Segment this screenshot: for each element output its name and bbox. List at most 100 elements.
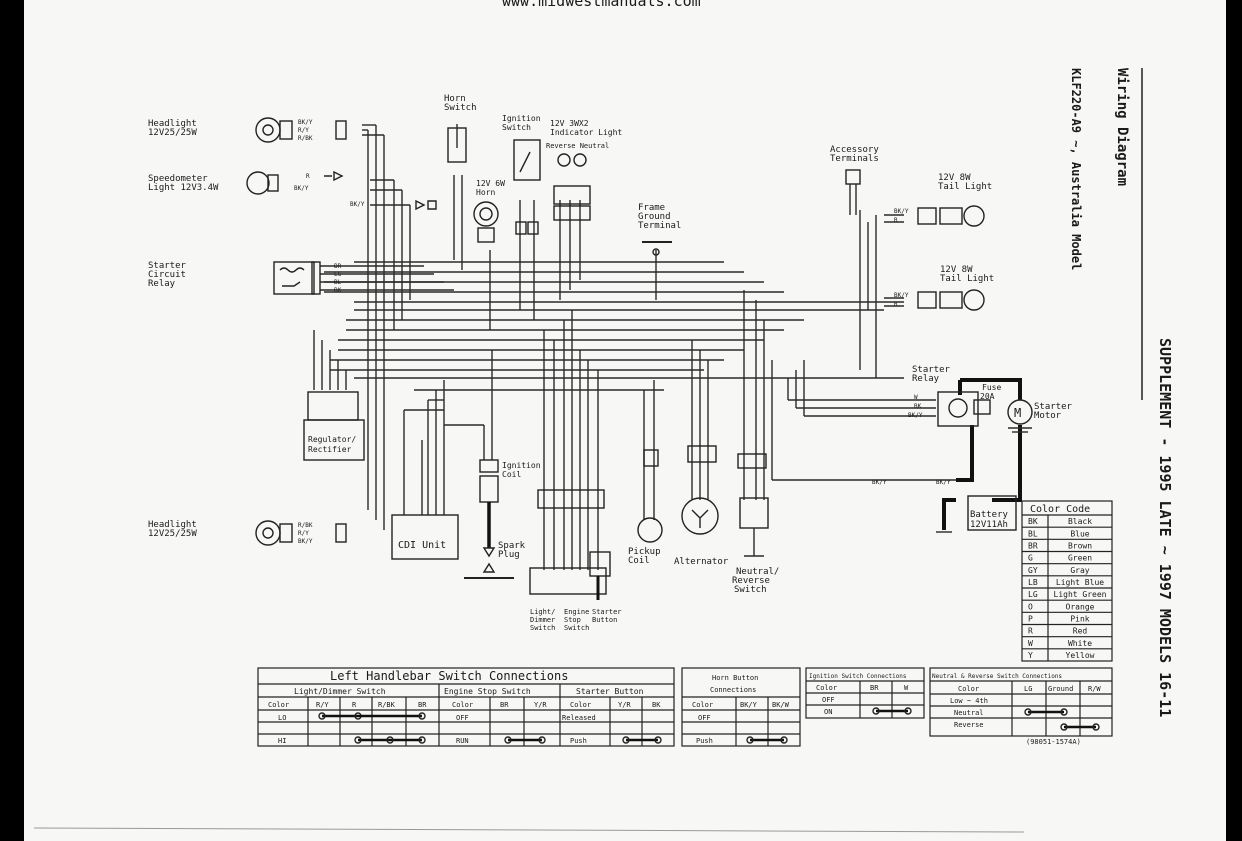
svg-text:Accessory: Accessory — [830, 145, 879, 155]
tail-light-2: 12V 8W Tail Light BK/Y R — [894, 265, 994, 311]
svg-text:Starter Button: Starter Button — [576, 687, 644, 696]
svg-text:Light/: Light/ — [530, 608, 555, 616]
svg-text:Left Handlebar Switch Connecti: Left Handlebar Switch Connections — [330, 669, 568, 683]
wire-label: BK/Y — [294, 185, 309, 192]
svg-text:Coil: Coil — [628, 556, 650, 566]
svg-text:Released: Released — [562, 714, 596, 722]
svg-text:HI: HI — [278, 737, 286, 745]
svg-text:Neutral & Reverse Switch Conne: Neutral & Reverse Switch Connections — [932, 673, 1062, 680]
svg-text:Motor: Motor — [1034, 411, 1062, 421]
svg-text:Reverse: Reverse — [732, 576, 770, 586]
svg-text:OFF: OFF — [698, 714, 711, 722]
svg-text:Relay: Relay — [148, 279, 176, 289]
svg-text:BK/Y: BK/Y — [894, 292, 909, 299]
svg-text:Stop: Stop — [564, 616, 581, 624]
svg-text:ON: ON — [824, 708, 832, 716]
svg-text:12V 8W: 12V 8W — [938, 173, 971, 183]
indicator-lights: 12V 3WX2 Indicator Light Reverse Neutral — [546, 119, 622, 221]
svg-text:BK/Y: BK/Y — [936, 479, 951, 486]
svg-text:Tail Light: Tail Light — [938, 182, 992, 192]
color-code-abbrev: GY — [1028, 566, 1038, 575]
color-code-name: White — [1068, 639, 1092, 648]
svg-text:BR: BR — [870, 684, 879, 692]
ignition-coil: Ignition Coil — [479, 459, 541, 548]
svg-text:BK/Y: BK/Y — [740, 701, 758, 709]
svg-text:Plug: Plug — [498, 550, 520, 560]
alternator: Alternator — [674, 445, 729, 567]
svg-text:Indicator Light: Indicator Light — [550, 128, 622, 137]
svg-text:12V25/25W: 12V25/25W — [148, 128, 197, 138]
svg-text:Switch: Switch — [502, 123, 531, 132]
svg-text:BR: BR — [418, 701, 427, 709]
battery: Battery 12V11Ah BK/Y BK/Y — [872, 479, 1017, 531]
svg-text:R/BK: R/BK — [298, 522, 313, 529]
ignition-switch-table: Ignition Switch Connections Color BR W O… — [805, 667, 925, 719]
svg-text:Connections: Connections — [710, 686, 756, 694]
svg-text:12V 6W: 12V 6W — [476, 179, 505, 188]
svg-text:Y/R: Y/R — [534, 701, 547, 709]
color-code-abbrev: G — [1028, 554, 1033, 563]
svg-text:Relay: Relay — [912, 374, 940, 384]
svg-text:BR: BR — [500, 701, 509, 709]
color-code-abbrev: LB — [1028, 578, 1038, 587]
svg-text:M: M — [1014, 406, 1021, 420]
wire-label: R/BK — [298, 135, 313, 142]
svg-text:Neutral/: Neutral/ — [736, 567, 779, 577]
svg-text:Color: Color — [692, 701, 713, 709]
svg-text:R: R — [894, 301, 898, 308]
svg-text:Horn: Horn — [444, 94, 466, 104]
svg-text:20A: 20A — [980, 392, 995, 401]
svg-text:(98051-1574A): (98051-1574A) — [1026, 738, 1081, 746]
color-code-abbrev: BR — [1028, 542, 1038, 551]
color-code-name: Black — [1068, 517, 1092, 526]
fuse: Fuse 20A — [973, 383, 1001, 415]
color-code-name: Green — [1068, 554, 1092, 563]
manual-page: www.midwestmanuals.com Wiring Diagram KL… — [24, 0, 1226, 841]
svg-text:CDI Unit: CDI Unit — [398, 540, 446, 551]
svg-text:Tail Light: Tail Light — [940, 274, 994, 284]
svg-text:Starter: Starter — [1034, 402, 1073, 412]
color-code-name: Light Blue — [1056, 578, 1104, 587]
svg-text:Color Code: Color Code — [1030, 504, 1090, 515]
svg-text:Engine Stop Switch: Engine Stop Switch — [444, 687, 531, 696]
supplement-label: SUPPLEMENT - 1995 LATE ~ 1997 MODELS 16-… — [1156, 338, 1174, 717]
svg-text:R/Y: R/Y — [316, 701, 329, 709]
svg-text:LG: LG — [334, 271, 342, 278]
horn-switch: Horn Switch — [444, 94, 477, 163]
diagram-title: Wiring Diagram — [1114, 68, 1130, 186]
headlight-bottom: Headlight 12V25/25W R/BK R/Y BK/Y — [148, 520, 347, 546]
svg-text:12V11Ah: 12V11Ah — [970, 520, 1008, 530]
svg-text:Low ~ 4th: Low ~ 4th — [950, 697, 988, 705]
cdi-unit: CDI Unit — [391, 514, 459, 560]
horn-button-table: Horn Button Connections Color BK/Y BK/W … — [681, 667, 801, 747]
battery-cables — [936, 378, 1022, 533]
svg-text:Horn Button: Horn Button — [712, 674, 758, 682]
svg-text:BK/Y: BK/Y — [894, 208, 909, 215]
svg-text:R/W: R/W — [1088, 685, 1101, 693]
svg-text:Y/R: Y/R — [618, 701, 631, 709]
neutral-reverse-table: Neutral & Reverse Switch Connections Col… — [929, 667, 1113, 746]
svg-text:BK/Y: BK/Y — [298, 538, 313, 545]
svg-text:BK: BK — [914, 403, 922, 410]
wire-label: R/Y — [298, 127, 309, 134]
svg-text:Switch: Switch — [734, 585, 767, 595]
svg-text:Terminals: Terminals — [830, 154, 879, 164]
svg-text:Engine: Engine — [564, 608, 589, 616]
svg-text:Ignition: Ignition — [502, 461, 541, 470]
wire-label: BK/Y — [298, 119, 313, 126]
pickup-coil: Pickup Coil — [628, 449, 663, 566]
svg-text:Circuit: Circuit — [148, 270, 186, 280]
svg-text:Button: Button — [592, 616, 617, 624]
svg-text:LO: LO — [278, 714, 286, 722]
color-code-abbrev: P — [1028, 615, 1033, 624]
frame-ground-terminal: Frame Ground Terminal — [638, 203, 681, 256]
left-handlebar-table: Left Handlebar Switch Connections Light/… — [257, 667, 675, 747]
svg-text:Push: Push — [570, 737, 587, 745]
svg-text:Frame: Frame — [638, 203, 665, 213]
svg-text:Speedometer: Speedometer — [148, 174, 208, 184]
svg-text:BK/Y: BK/Y — [908, 412, 923, 419]
svg-text:Neutral: Neutral — [954, 709, 984, 717]
color-code-abbrev: W — [1028, 639, 1033, 648]
wire-label: BK/Y — [350, 201, 365, 208]
svg-text:Light 12V3.4W: Light 12V3.4W — [148, 183, 219, 193]
